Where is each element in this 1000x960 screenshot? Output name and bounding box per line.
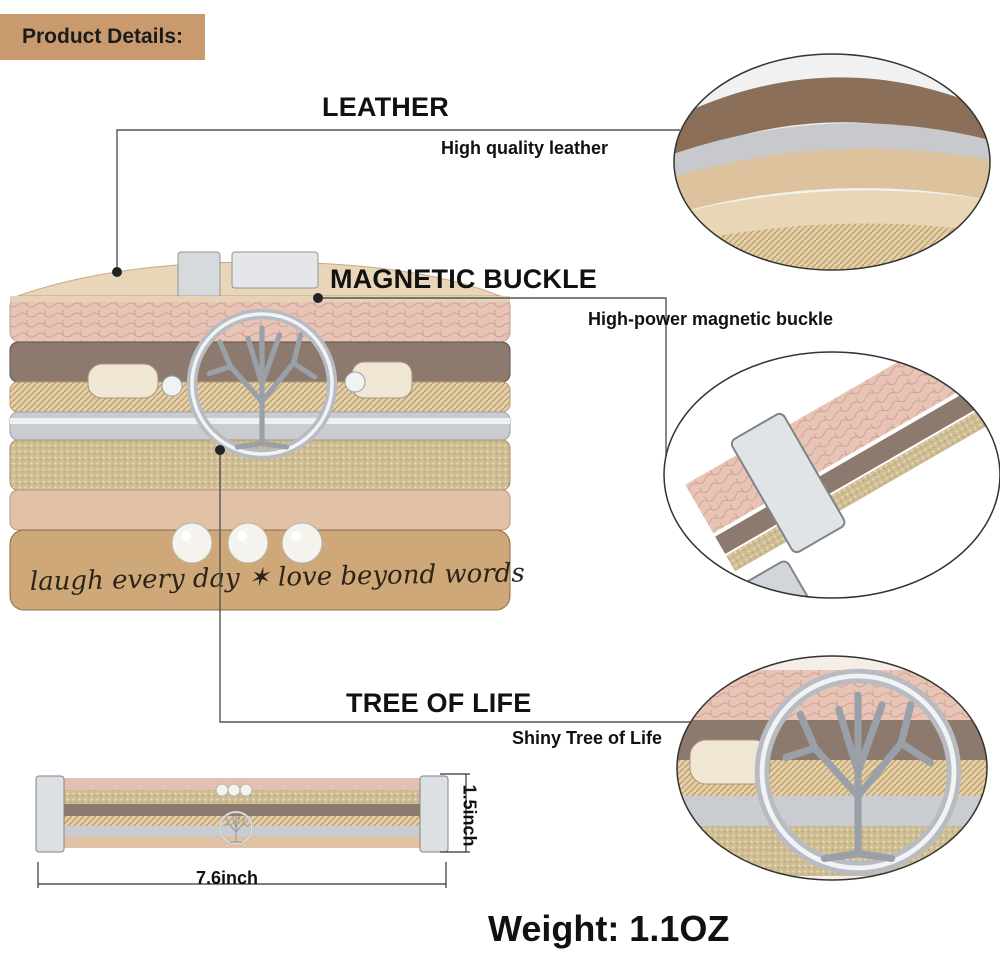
- leather-zoom: [674, 54, 990, 270]
- bracelet-main: [9, 251, 511, 611]
- flat-bracelet: [35, 775, 449, 853]
- weight-label: Weight: 1.1OZ: [488, 908, 730, 949]
- buckle-title: MAGNETIC BUCKLE: [330, 264, 597, 294]
- tree-zoom: [677, 656, 987, 880]
- buckle-callout-dot: [313, 293, 323, 303]
- leather-zoom-frame: [673, 53, 991, 271]
- tree-description: Shiny Tree of Life: [512, 728, 663, 748]
- tree-title: TREE OF LIFE: [346, 688, 532, 718]
- leather-callout-dot: [112, 267, 122, 277]
- buckle-description: High-power magnetic buckle: [588, 309, 834, 329]
- buckle-zoom: [664, 352, 1000, 598]
- product-details-badge: Product Details:: [0, 14, 205, 60]
- tree-callout-dot: [215, 445, 225, 455]
- leather-description: High quality leather: [441, 138, 609, 158]
- length-label: 7.6inch: [196, 868, 259, 888]
- leather-title: LEATHER: [322, 92, 449, 122]
- dimension-lines: [37, 773, 470, 888]
- buckle-zoom-frame: [663, 351, 1000, 599]
- tree-zoom-frame: [676, 655, 988, 881]
- width-label: 1.5inch: [459, 784, 480, 847]
- callout-lines: [116, 129, 690, 723]
